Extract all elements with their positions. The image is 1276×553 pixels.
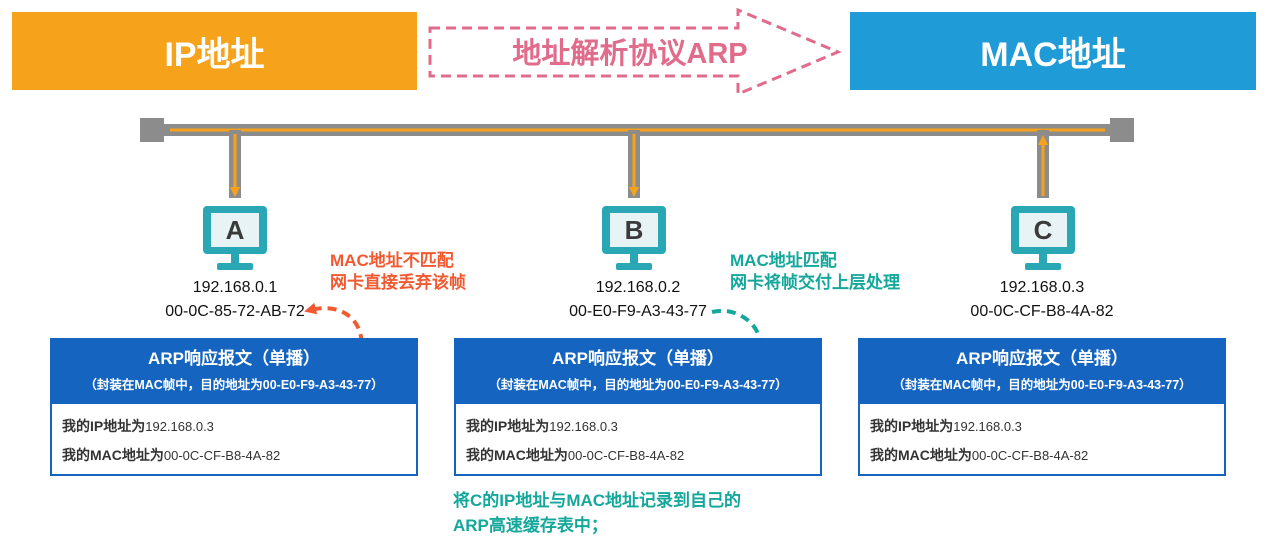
host-b-info: 192.168.0.2 00-E0-F9-A3-43-77 (528, 276, 748, 324)
bus-terminator-left (140, 118, 164, 142)
match-note-line2: 网卡将帧交付上层处理 (730, 273, 900, 292)
arp-reply-packet-c: ARP响应报文（单播） （封装在MAC帧中，目的地址为00-E0-F9-A3-4… (858, 338, 1226, 476)
packet-ip-line: 我的IP地址为192.168.0.3 (466, 418, 618, 434)
host-c-monitor-icon: C (1011, 206, 1075, 272)
host-a-mac: 00-0C-85-72-AB-72 (165, 303, 305, 320)
cache-update-note-line1: 将C的IP地址与MAC地址记录到自己的 (453, 491, 742, 510)
packet-header: ARP响应报文（单播） （封装在MAC帧中，目的地址为00-E0-F9-A3-4… (52, 340, 416, 404)
mac-address-label: MAC地址 (980, 35, 1126, 74)
packet-ip-line: 我的IP地址为192.168.0.3 (62, 418, 214, 434)
mismatch-note-line2: 网卡直接丢弃该帧 (330, 273, 466, 292)
packet-mac-line: 我的MAC地址为00-0C-CF-B8-4A-82 (62, 447, 281, 463)
cache-update-note: 将C的IP地址与MAC地址记录到自己的 ARP高速缓存表中； (453, 488, 853, 538)
host-c-letter: C (1019, 213, 1067, 247)
match-note-line1: MAC地址匹配 (730, 251, 837, 270)
host-a-info: 192.168.0.1 00-0C-85-72-AB-72 (125, 276, 345, 324)
arp-protocol-label: 地址解析协议ARP (512, 38, 748, 70)
arp-reply-packet-b: ARP响应报文（单播） （封装在MAC帧中，目的地址为00-E0-F9-A3-4… (454, 338, 822, 476)
match-curve-arrow (711, 308, 766, 366)
host-a-letter: A (211, 213, 259, 247)
packet-body: 我的IP地址为192.168.0.3 我的MAC地址为00-0C-CF-B8-4… (860, 404, 1224, 478)
mismatch-note-line1: MAC地址不匹配 (330, 251, 454, 270)
bus-terminator-right (1110, 118, 1134, 142)
ip-address-banner: IP地址 (12, 12, 417, 90)
host-b-mac: 00-E0-F9-A3-43-77 (569, 303, 707, 320)
packet-subtitle: （封装在MAC帧中，目的地址为00-E0-F9-A3-43-77） (488, 378, 788, 392)
packet-mac-line: 我的MAC地址为00-0C-CF-B8-4A-82 (870, 447, 1089, 463)
packet-subtitle: （封装在MAC帧中，目的地址为00-E0-F9-A3-43-77） (84, 378, 384, 392)
match-note: MAC地址匹配 网卡将帧交付上层处理 (730, 250, 900, 294)
packet-title: ARP响应报文（单播） (956, 349, 1128, 368)
packet-header: ARP响应报文（单播） （封装在MAC帧中，目的地址为00-E0-F9-A3-4… (860, 340, 1224, 404)
packet-header: ARP响应报文（单播） （封装在MAC帧中，目的地址为00-E0-F9-A3-4… (456, 340, 820, 404)
packet-body: 我的IP地址为192.168.0.3 我的MAC地址为00-0C-CF-B8-4… (52, 404, 416, 478)
host-c-info: 192.168.0.3 00-0C-CF-B8-4A-82 (932, 276, 1152, 324)
host-c-mac: 00-0C-CF-B8-4A-82 (970, 303, 1114, 320)
arp-reply-packet-a: ARP响应报文（单播） （封装在MAC帧中，目的地址为00-E0-F9-A3-4… (50, 338, 418, 476)
arp-dashed-arrow (428, 7, 842, 97)
packet-body: 我的IP地址为192.168.0.3 我的MAC地址为00-0C-CF-B8-4… (456, 404, 820, 478)
mac-address-banner: MAC地址 (850, 12, 1256, 90)
host-b-monitor-icon: B (602, 206, 666, 272)
ip-address-label: IP地址 (164, 35, 265, 74)
host-b-letter: B (610, 213, 658, 247)
packet-mac-line: 我的MAC地址为00-0C-CF-B8-4A-82 (466, 447, 685, 463)
host-a-monitor-icon: A (203, 206, 267, 272)
packet-ip-line: 我的IP地址为192.168.0.3 (870, 418, 1022, 434)
mismatch-note: MAC地址不匹配 网卡直接丢弃该帧 (330, 250, 466, 294)
host-b-ip: 192.168.0.2 (595, 279, 681, 296)
host-c-ip: 192.168.0.3 (999, 279, 1085, 296)
packet-subtitle: （封装在MAC帧中，目的地址为00-E0-F9-A3-43-77） (892, 378, 1192, 392)
host-a-ip: 192.168.0.1 (192, 279, 278, 296)
cache-update-note-line2: ARP高速缓存表中； (453, 516, 608, 535)
packet-title: ARP响应报文（单播） (552, 349, 724, 368)
packet-title: ARP响应报文（单播） (148, 349, 320, 368)
